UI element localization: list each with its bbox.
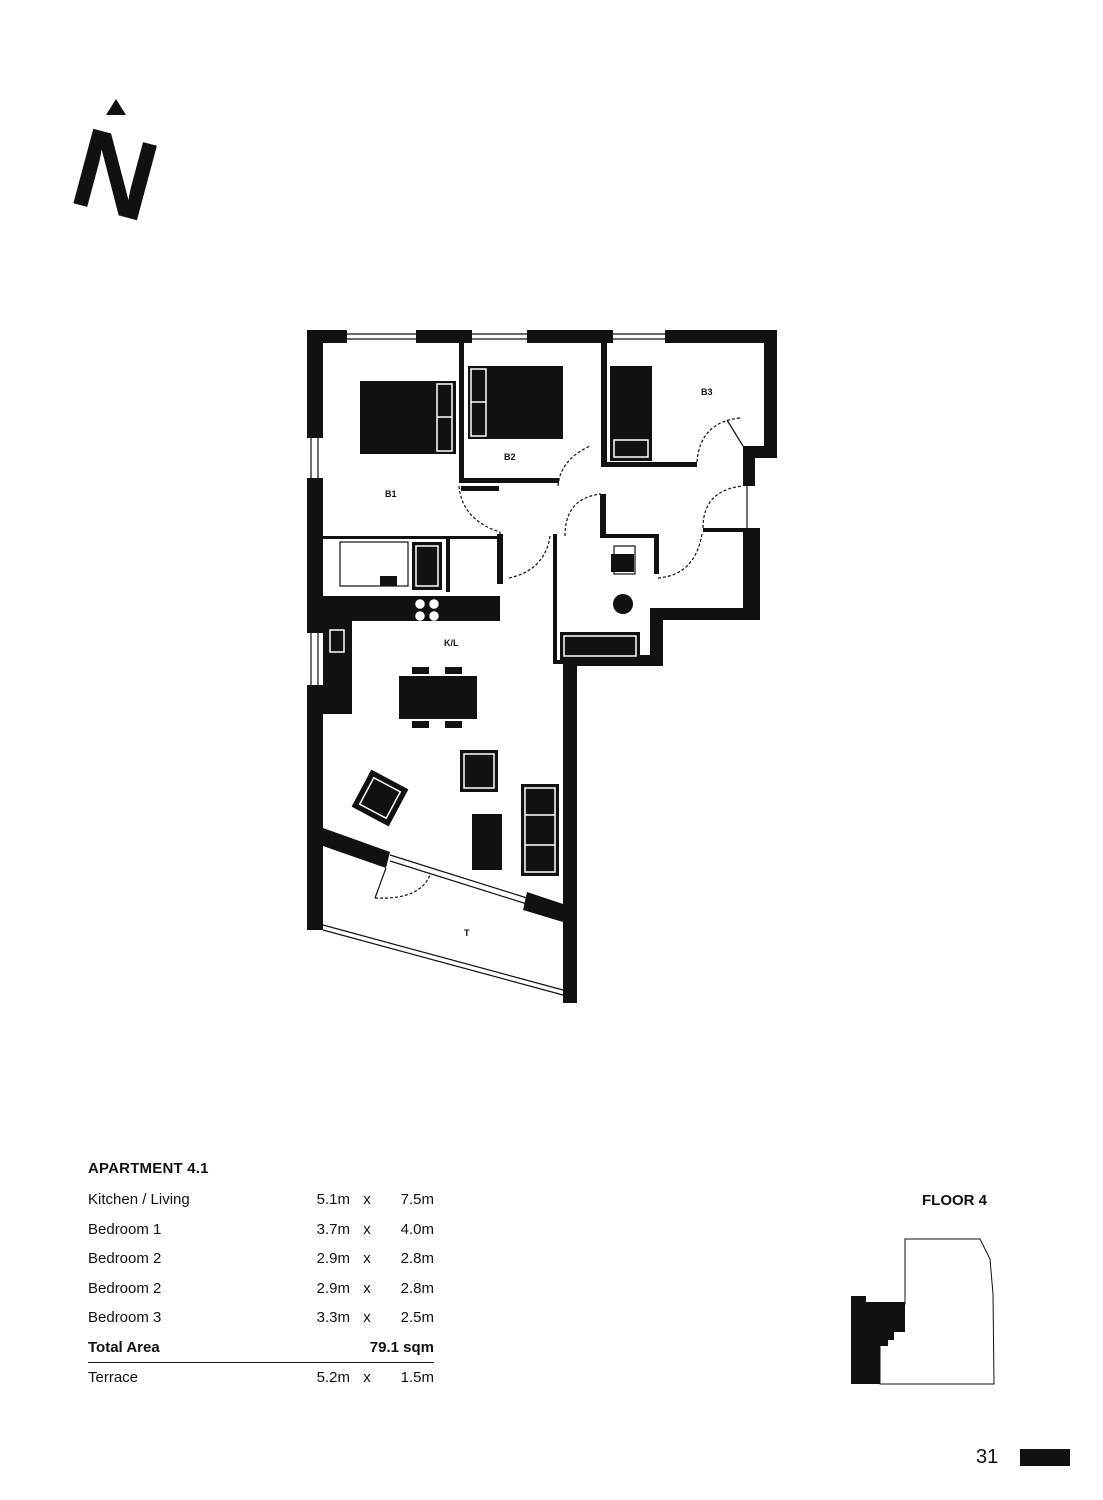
wall [650,608,760,620]
floor-plan: B1 B2 B3 K/L T [307,330,777,1003]
wall [323,828,390,868]
wall [743,528,760,620]
north-arrow-icon: N [70,99,170,225]
times-sign: x [363,1369,371,1387]
shower [412,542,442,590]
wall [764,330,777,458]
page-number: 31 [976,1446,999,1468]
coffee-table [472,814,502,870]
room-width: 2.9m [316,1279,350,1297]
room-depth: 2.8m [400,1279,434,1297]
wall [665,330,777,343]
toilet [613,594,633,614]
wall [553,534,557,664]
wall [650,608,663,666]
wall [600,494,606,536]
room-name: Bedroom 2 [88,1279,162,1297]
north-letter: N [70,104,170,225]
wall [323,536,501,539]
page-marker-bar [1020,1449,1070,1466]
room-depth: 1.5m [400,1369,434,1387]
chair [445,667,462,674]
wall [307,330,323,438]
room-width: 5.2m [316,1369,350,1387]
wall [601,343,607,465]
wall [523,892,563,922]
sofa [521,784,559,876]
room-name: Terrace [88,1369,139,1387]
room-width: 3.7m [316,1220,350,1238]
kitchen-counter [323,596,500,621]
wall [600,534,656,538]
dining-table [399,676,477,719]
wall [461,486,499,491]
table-row: Bedroom 2 2.9m x 2.8m [88,1244,434,1274]
wall [446,536,450,592]
room-width: 2.9m [316,1250,350,1268]
times-sign: x [363,1250,371,1268]
highlighted-unit [851,1296,905,1384]
times-sign: x [363,1279,371,1297]
label-kl: K/L [444,638,459,648]
label-terrace: T [464,928,470,938]
wall [497,534,503,584]
chair [412,721,429,728]
room-name: Kitchen / Living [88,1191,190,1209]
chair [412,667,429,674]
table-row: Bedroom 3 3.3m x 2.5m [88,1303,434,1333]
label-b2: B2 [504,452,516,462]
table-row: Bedroom 1 3.7m x 4.0m [88,1215,434,1245]
label-b3: B3 [701,387,713,397]
room-name: Bedroom 3 [88,1309,162,1327]
kitchen-counter [323,596,352,714]
room-name: Bedroom 2 [88,1250,162,1268]
table-row: Bedroom 2 2.9m x 2.8m [88,1274,434,1304]
total-value: 79.1 sqm [288,1332,434,1363]
floor-label: FLOOR 4 [922,1192,988,1209]
wall [416,330,472,343]
wall [307,478,323,633]
room-depth: 7.5m [400,1191,434,1209]
room-depth: 2.5m [400,1309,434,1327]
wall [459,343,464,483]
wall [553,660,653,664]
wall [527,330,613,343]
room-width: 5.1m [316,1191,350,1209]
room-depth: 2.8m [400,1250,434,1268]
room-name: Bedroom 1 [88,1220,162,1238]
times-sign: x [363,1191,371,1209]
wall [743,446,755,486]
wall [459,478,559,483]
wall [601,462,697,467]
total-label: Total Area [88,1332,288,1363]
wall [563,655,577,1003]
apartment-title: APARTMENT 4.1 [88,1160,209,1177]
wall [654,534,659,574]
wall [307,685,323,930]
times-sign: x [363,1220,371,1238]
chair [445,721,462,728]
room-width: 3.3m [316,1309,350,1327]
bed [610,366,652,461]
basin [611,554,634,572]
floor-key-plan [851,1238,995,1385]
room-depth: 4.0m [400,1220,434,1238]
wall [703,528,748,532]
table-row: Kitchen / Living 5.1m x 7.5m [88,1185,434,1215]
armchair [351,769,409,827]
times-sign: x [363,1309,371,1327]
terrace-row: Terrace 5.2m x 1.5m [88,1363,434,1393]
basin [380,576,397,586]
label-b1: B1 [385,489,397,499]
armchair [460,750,498,792]
